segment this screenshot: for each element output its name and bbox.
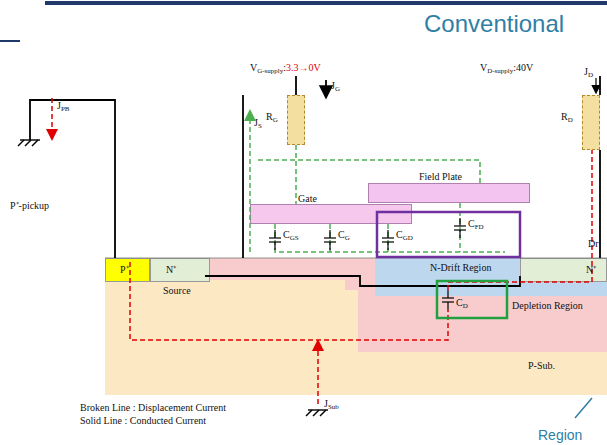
capacitor-symbol (459, 218, 460, 226)
current-label: JD (584, 66, 593, 79)
region-label: Field Plate (419, 171, 462, 183)
capacitance-label: CGD (396, 229, 413, 242)
current-label: JG (331, 80, 340, 93)
region-label: RD (561, 111, 573, 124)
region-label: N⁺ (166, 264, 176, 276)
slide-text: Region (538, 427, 582, 443)
current-label: JS (254, 117, 262, 130)
region-label: Gate (298, 193, 317, 205)
capacitance-label: CFD (468, 218, 484, 231)
capacitor-symbol (387, 242, 388, 250)
capacitance-label: CGS (283, 229, 299, 242)
supply-voltage: VD-supply:40V (480, 62, 533, 75)
capacitor-symbol (324, 237, 336, 238)
capacitor-symbol (269, 237, 281, 238)
region-label: Depletion Region (512, 300, 583, 312)
gate-electrode: Gate (250, 204, 412, 224)
n-plus-source: N⁺Source (150, 258, 210, 282)
capacitance-label: CD (456, 297, 468, 310)
region-label: P⁺ (120, 264, 129, 276)
region-label: RG (266, 111, 278, 124)
legend-note: Broken Line : Displacement Current (80, 402, 226, 414)
field-plate: Field Plate (368, 183, 530, 203)
terminal-name: Dr (588, 238, 599, 250)
capacitor-symbol (447, 290, 448, 298)
capacitor-symbol (387, 230, 388, 238)
region-label: Source (163, 285, 191, 297)
capacitor-symbol (274, 242, 275, 250)
capacitor-symbol (454, 225, 466, 226)
legend-note: Solid Line : Conducted Current (80, 415, 206, 427)
capacitor-symbol (329, 242, 330, 250)
capacitor-symbol (274, 230, 275, 238)
region-label: P-Sub. (528, 360, 555, 372)
current-label: JSub (324, 398, 339, 411)
capacitor-symbol (329, 230, 330, 238)
p-plus-region: P⁺ (105, 258, 150, 282)
capacitor-symbol (447, 302, 448, 310)
resistor-box: RD (582, 95, 600, 150)
n-plus-drain: N⁺ (520, 258, 607, 282)
region-label: N-Drift Region (430, 262, 491, 274)
terminal-name: P⁺-pickup (10, 200, 49, 212)
region-label: N⁺ (586, 264, 596, 276)
supply-voltage: VG-supply:3.3→0V (250, 62, 321, 75)
capacitance-label: CG (338, 229, 350, 242)
current-label: JPB (57, 100, 69, 113)
capacitor-symbol (442, 297, 454, 298)
capacitor-symbol (459, 230, 460, 238)
resistor-box: RG (287, 95, 305, 145)
slide-title: Conventional (424, 10, 564, 38)
capacitor-symbol (382, 237, 394, 238)
